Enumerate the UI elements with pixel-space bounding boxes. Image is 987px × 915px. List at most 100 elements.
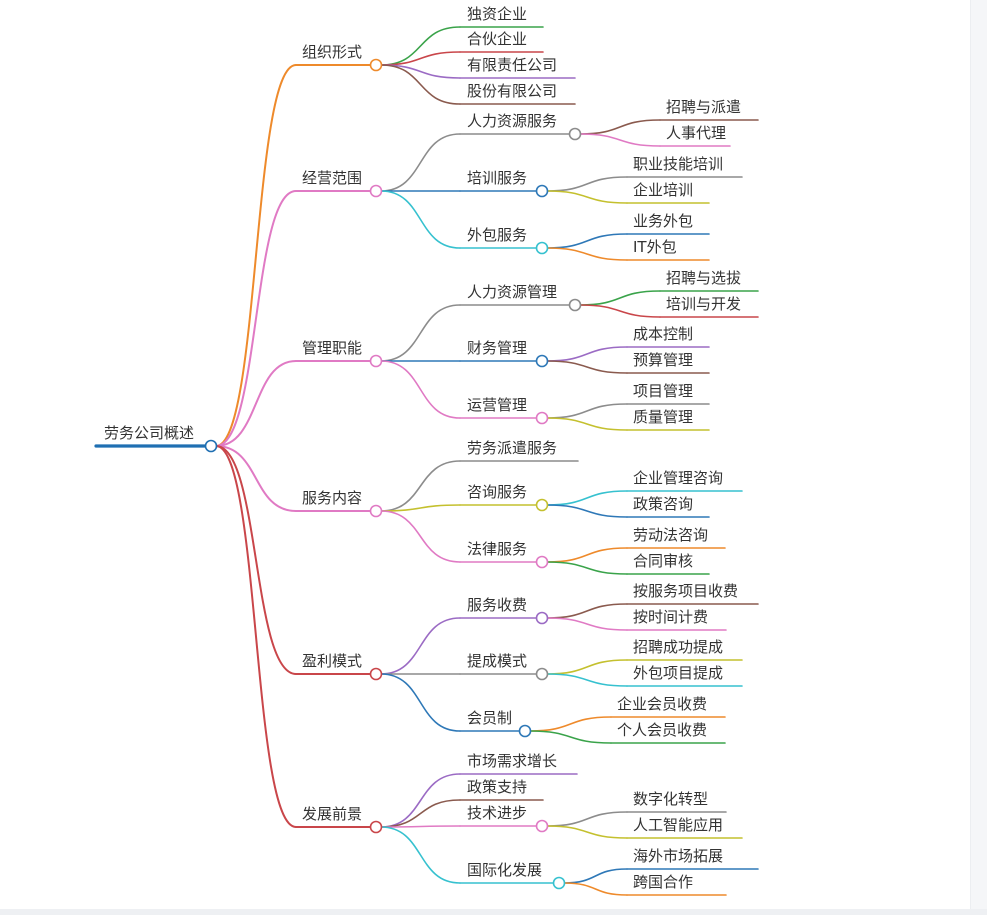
branch-1-item-1-leaf-0-label[interactable]: 职业技能培训 bbox=[633, 155, 723, 173]
branch-4-knob[interactable] bbox=[369, 667, 383, 681]
branch-3-item-2-leaf-1-label[interactable]: 合同审核 bbox=[633, 552, 693, 570]
branch-1-item-2-leaf-1-label[interactable]: IT外包 bbox=[633, 238, 677, 256]
branch-0-item-0-label[interactable]: 独资企业 bbox=[467, 5, 527, 23]
branch-0-item-2-label[interactable]: 有限责任公司 bbox=[467, 56, 557, 74]
branch-1-item-1-knob[interactable] bbox=[535, 184, 549, 198]
branch-2-label[interactable]: 管理职能 bbox=[302, 339, 362, 357]
branch-5-item-2-leaf-0-label[interactable]: 数字化转型 bbox=[633, 790, 708, 808]
branch-1-item-0-leaf-0-label[interactable]: 招聘与派遣 bbox=[666, 98, 741, 116]
branch-5-item-2-knob[interactable] bbox=[535, 819, 549, 833]
branch-5-item-1-label[interactable]: 政策支持 bbox=[467, 778, 527, 796]
branch-3-knob[interactable] bbox=[369, 504, 383, 518]
branch-4-item-2-leaf-0-edge bbox=[529, 716, 612, 732]
branch-2-knob[interactable] bbox=[369, 354, 383, 368]
branch-5-item-1-edge bbox=[380, 799, 461, 828]
branch-3-item-2-leaf-1-edge bbox=[546, 561, 628, 575]
branch-5-item-3-leaf-1-label[interactable]: 跨国合作 bbox=[633, 873, 693, 891]
branch-1-item-2-leaf-0-label[interactable]: 业务外包 bbox=[633, 212, 693, 230]
branch-1-item-1-label[interactable]: 培训服务 bbox=[467, 169, 527, 187]
vertical-scrollbar[interactable] bbox=[970, 0, 987, 915]
branch-1-knob[interactable] bbox=[369, 184, 383, 198]
branch-2-item-2-leaf-0-edge bbox=[546, 403, 628, 419]
branch-3-item-1-knob[interactable] bbox=[535, 498, 549, 512]
canvas-bottom-edge bbox=[0, 909, 987, 915]
branch-2-item-1-leaf-1-label[interactable]: 预算管理 bbox=[633, 351, 693, 369]
branch-5-label[interactable]: 发展前景 bbox=[302, 805, 362, 823]
branch-4-item-0-knob[interactable] bbox=[535, 611, 549, 625]
branch-2-item-0-leaf-1-edge bbox=[579, 304, 661, 318]
branch-3-item-1-label[interactable]: 咨询服务 bbox=[467, 483, 527, 501]
branch-4-item-0-label[interactable]: 服务收费 bbox=[467, 596, 527, 614]
branch-3-item-2-knob[interactable] bbox=[535, 555, 549, 569]
branch-5-item-3-leaf-0-edge bbox=[563, 868, 628, 884]
branch-5-item-3-knob[interactable] bbox=[552, 876, 566, 890]
branch-5-item-3-leaf-0-label[interactable]: 海外市场拓展 bbox=[633, 847, 723, 865]
branch-2-item-1-leaf-1-edge bbox=[546, 360, 628, 374]
branch-4-item-2-knob[interactable] bbox=[518, 724, 532, 738]
branch-3-item-1-leaf-0-label[interactable]: 企业管理咨询 bbox=[633, 469, 723, 487]
branch-0-knob[interactable] bbox=[369, 58, 383, 72]
branch-5-item-3-label[interactable]: 国际化发展 bbox=[467, 861, 542, 879]
branch-1-item-1-leaf-1-label[interactable]: 企业培训 bbox=[633, 181, 693, 199]
branch-5-item-2-leaf-1-label[interactable]: 人工智能应用 bbox=[633, 816, 723, 834]
branch-3-item-0-label[interactable]: 劳务派遣服务 bbox=[467, 439, 557, 457]
branch-2-item-2-leaf-0-label[interactable]: 项目管理 bbox=[633, 382, 693, 400]
branch-2-item-0-label[interactable]: 人力资源管理 bbox=[467, 283, 557, 301]
branch-4-item-2-leaf-0-label[interactable]: 企业会员收费 bbox=[617, 695, 707, 713]
branch-4-label[interactable]: 盈利模式 bbox=[302, 652, 362, 670]
branch-2-item-0-leaf-0-label[interactable]: 招聘与选拔 bbox=[666, 269, 741, 287]
branch-1-item-0-label[interactable]: 人力资源服务 bbox=[467, 112, 557, 130]
branch-0-item-3-edge bbox=[380, 64, 461, 105]
branch-4-item-0-leaf-0-label[interactable]: 按服务项目收费 bbox=[633, 582, 738, 600]
branch-4-item-2-edge bbox=[380, 673, 461, 732]
branch-4-edge bbox=[215, 445, 297, 675]
branch-3-item-2-label[interactable]: 法律服务 bbox=[467, 540, 527, 558]
branch-2-item-2-knob[interactable] bbox=[535, 411, 549, 425]
branch-2-item-2-leaf-1-label[interactable]: 质量管理 bbox=[633, 408, 693, 426]
branch-1-item-2-edge bbox=[380, 190, 461, 249]
branch-1-item-0-leaf-1-label[interactable]: 人事代理 bbox=[666, 124, 726, 142]
branch-1-item-2-knob[interactable] bbox=[535, 241, 549, 255]
branch-4-item-1-knob[interactable] bbox=[535, 667, 549, 681]
root-node-knob[interactable] bbox=[204, 439, 218, 453]
branch-1-item-1-leaf-0-edge bbox=[546, 176, 628, 192]
branch-1-item-0-knob[interactable] bbox=[568, 127, 582, 141]
branch-4-item-1-leaf-0-edge bbox=[546, 659, 628, 675]
branch-3-label[interactable]: 服务内容 bbox=[302, 489, 362, 507]
branch-2-item-0-knob[interactable] bbox=[568, 298, 582, 312]
branch-5-item-2-edge bbox=[380, 825, 461, 828]
branch-1-item-0-leaf-1-edge bbox=[579, 133, 661, 147]
branch-3-item-1-leaf-1-label[interactable]: 政策咨询 bbox=[633, 495, 693, 513]
branch-2-item-1-knob[interactable] bbox=[535, 354, 549, 368]
branch-2-item-1-leaf-0-label[interactable]: 成本控制 bbox=[633, 325, 693, 343]
branch-0-item-3-label[interactable]: 股份有限公司 bbox=[467, 82, 557, 100]
branch-1-item-0-leaf-0-edge bbox=[579, 119, 661, 135]
branch-3-item-2-leaf-0-label[interactable]: 劳动法咨询 bbox=[633, 526, 708, 544]
branch-4-item-0-leaf-1-label[interactable]: 按时间计费 bbox=[633, 608, 708, 626]
branch-0-label[interactable]: 组织形式 bbox=[302, 43, 362, 61]
branch-5-knob[interactable] bbox=[369, 820, 383, 834]
branch-4-item-1-label[interactable]: 提成模式 bbox=[467, 652, 527, 670]
branch-2-item-0-leaf-1-label[interactable]: 培训与开发 bbox=[666, 295, 741, 313]
branch-0-item-1-label[interactable]: 合伙企业 bbox=[467, 30, 527, 48]
branch-5-item-2-label[interactable]: 技术进步 bbox=[467, 804, 527, 822]
branch-1-item-2-label[interactable]: 外包服务 bbox=[467, 226, 527, 244]
branch-4-item-0-edge bbox=[380, 617, 461, 675]
branch-4-item-1-leaf-0-label[interactable]: 招聘成功提成 bbox=[633, 638, 723, 656]
root-node-label[interactable]: 劳务公司概述 bbox=[104, 424, 194, 442]
branch-3-item-0-edge bbox=[380, 460, 461, 512]
branch-2-item-1-label[interactable]: 财务管理 bbox=[467, 339, 527, 357]
branch-2-item-2-edge bbox=[380, 360, 461, 419]
branch-2-edge bbox=[215, 360, 297, 447]
branch-1-edge bbox=[215, 190, 297, 447]
branch-3-item-2-edge bbox=[380, 510, 461, 563]
branch-4-item-0-leaf-0-edge bbox=[546, 603, 628, 619]
branch-4-item-2-label[interactable]: 会员制 bbox=[467, 709, 512, 727]
branch-3-item-2-leaf-0-edge bbox=[546, 547, 628, 563]
branch-4-item-1-leaf-1-label[interactable]: 外包项目提成 bbox=[633, 664, 723, 682]
branch-2-item-2-label[interactable]: 运营管理 bbox=[467, 396, 527, 414]
branch-4-item-2-leaf-1-label[interactable]: 个人会员收费 bbox=[617, 721, 707, 739]
branch-1-label[interactable]: 经营范围 bbox=[302, 169, 362, 187]
branch-5-item-0-label[interactable]: 市场需求增长 bbox=[467, 752, 557, 770]
